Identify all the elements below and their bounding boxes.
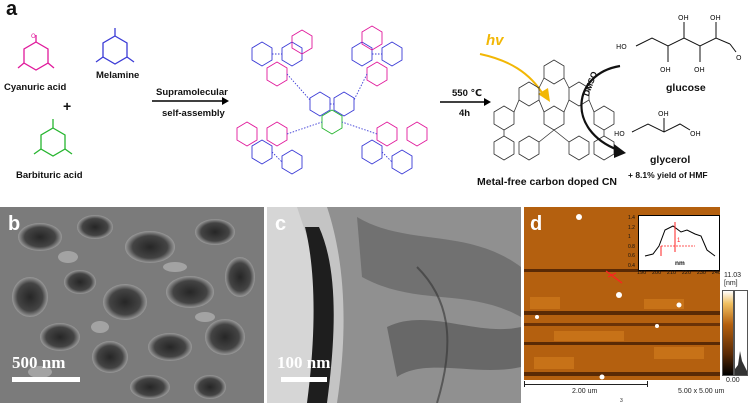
inset-x-tick: 210 — [666, 270, 677, 276]
glucose-ho-label: HO — [616, 43, 627, 51]
afm-texture — [524, 207, 720, 380]
sem-texture — [0, 207, 264, 403]
atom-o-label: O — [31, 33, 36, 40]
inset-y-tick: 1.2 — [628, 224, 635, 231]
inset-x-tick: 240 — [711, 270, 720, 276]
afm-size-label: 5.00 x 5.00 um — [678, 388, 725, 395]
panel-d-afm-image: d 1 nm 190 200 210 220 230 240 1.4 1.2 1… — [524, 207, 720, 380]
glycerol-oh-label-2: OH — [690, 130, 701, 138]
glucose-oh-label-4: OH — [694, 66, 705, 74]
tem-texture — [267, 207, 521, 403]
panel-c-tem-image: c 100 nm — [267, 207, 521, 403]
footer-mark: 3 — [620, 398, 623, 404]
panel-letter-c: c — [275, 213, 287, 235]
glucose-label: glucose — [666, 82, 706, 94]
inset-x-axis-label: nm — [675, 260, 685, 267]
hmf-yield-label: + 8.1% yield of HMF — [628, 170, 708, 180]
inset-x-tick: 200 — [651, 270, 662, 276]
afm-histogram-plot — [735, 351, 747, 375]
inset-y-tick: 0.6 — [628, 253, 635, 260]
inset-x-tick: 220 — [681, 270, 692, 276]
colorbar-min-label: 0.00 — [726, 377, 740, 384]
step1-label-top: Supramolecular — [156, 87, 228, 98]
inset-y-ticks: 1.4 1.2 1 0.8 0.6 0.4 — [628, 215, 635, 269]
glucose-structure: HO OH OH OH OH O — [616, 14, 742, 74]
panel-letter-b: b — [8, 213, 21, 235]
inset-y-tick: 1 — [628, 234, 631, 241]
glycerol-structure: HO OH OH — [614, 110, 701, 138]
inset-x-tick: 190 — [637, 270, 647, 276]
scale-bar-label-b: 500 nm — [12, 353, 66, 372]
colorbar-unit-label: [nm] — [724, 280, 738, 287]
supramolecular-network — [236, 25, 428, 175]
reaction-arrow-1 — [152, 97, 229, 105]
afm-colorbar — [722, 290, 734, 376]
inset-x-tick: 230 — [696, 270, 706, 276]
height-profile-inset: 1 nm — [638, 215, 720, 271]
hv-label: hv — [486, 32, 504, 49]
panel-b-sem-image: b 500 nm — [0, 207, 264, 403]
panel-letter-d: d — [530, 213, 543, 235]
product-label: Metal-free carbon doped CN — [477, 176, 618, 188]
barbituric-acid-molecule — [33, 119, 73, 157]
afm-scale-tick-right — [647, 381, 648, 387]
height-profile-plot — [644, 222, 716, 257]
afm-scale-line — [524, 384, 648, 385]
inset-y-tick: 0.8 — [628, 243, 635, 250]
step2-label-bottom: 4h — [459, 108, 471, 119]
cyanuric-acid-molecule: O — [17, 33, 55, 71]
barbituric-acid-label: Barbituric acid — [16, 170, 83, 181]
glucose-oh-label-3: OH — [660, 66, 671, 74]
inset-x-ticks: 190 200 210 220 230 240 — [637, 270, 720, 276]
plus-sign: + — [63, 98, 72, 114]
afm-histogram — [734, 290, 748, 376]
glucose-oh-label-1: OH — [678, 14, 689, 22]
glucose-o-label: O — [736, 54, 742, 62]
reaction-arrow-2 — [440, 98, 491, 106]
light-arrow — [479, 53, 550, 102]
scale-bar-c — [281, 377, 327, 382]
step2-label-top: 550 ℃ — [452, 88, 482, 99]
inset-line-label: 1 — [677, 238, 681, 244]
colorbar-max-label: 11.03 — [724, 272, 741, 279]
glycerol-ho-label: HO — [614, 130, 625, 138]
melamine-label: Melamine — [96, 70, 140, 81]
step1-label-bottom: self-assembly — [162, 108, 225, 119]
glycerol-label: glycerol — [650, 154, 691, 166]
afm-scale-tick-left — [524, 381, 525, 387]
cyanuric-acid-label: Cyanuric acid — [4, 82, 67, 93]
afm-scale-label: 2.00 um — [572, 388, 598, 395]
scale-bar-b — [12, 377, 80, 382]
inset-y-tick: 0.4 — [628, 262, 635, 269]
carbon-doped-cn-structure — [493, 59, 615, 161]
glucose-oh-label-2: OH — [710, 14, 721, 22]
melamine-molecule — [95, 28, 135, 65]
panel-letter-a: a — [6, 0, 18, 20]
glycerol-oh-label-1: OH — [658, 110, 669, 118]
scale-bar-label-c: 100 nm — [277, 353, 331, 372]
dmso-arrow — [580, 64, 626, 158]
inset-y-tick: 1.4 — [628, 215, 635, 221]
